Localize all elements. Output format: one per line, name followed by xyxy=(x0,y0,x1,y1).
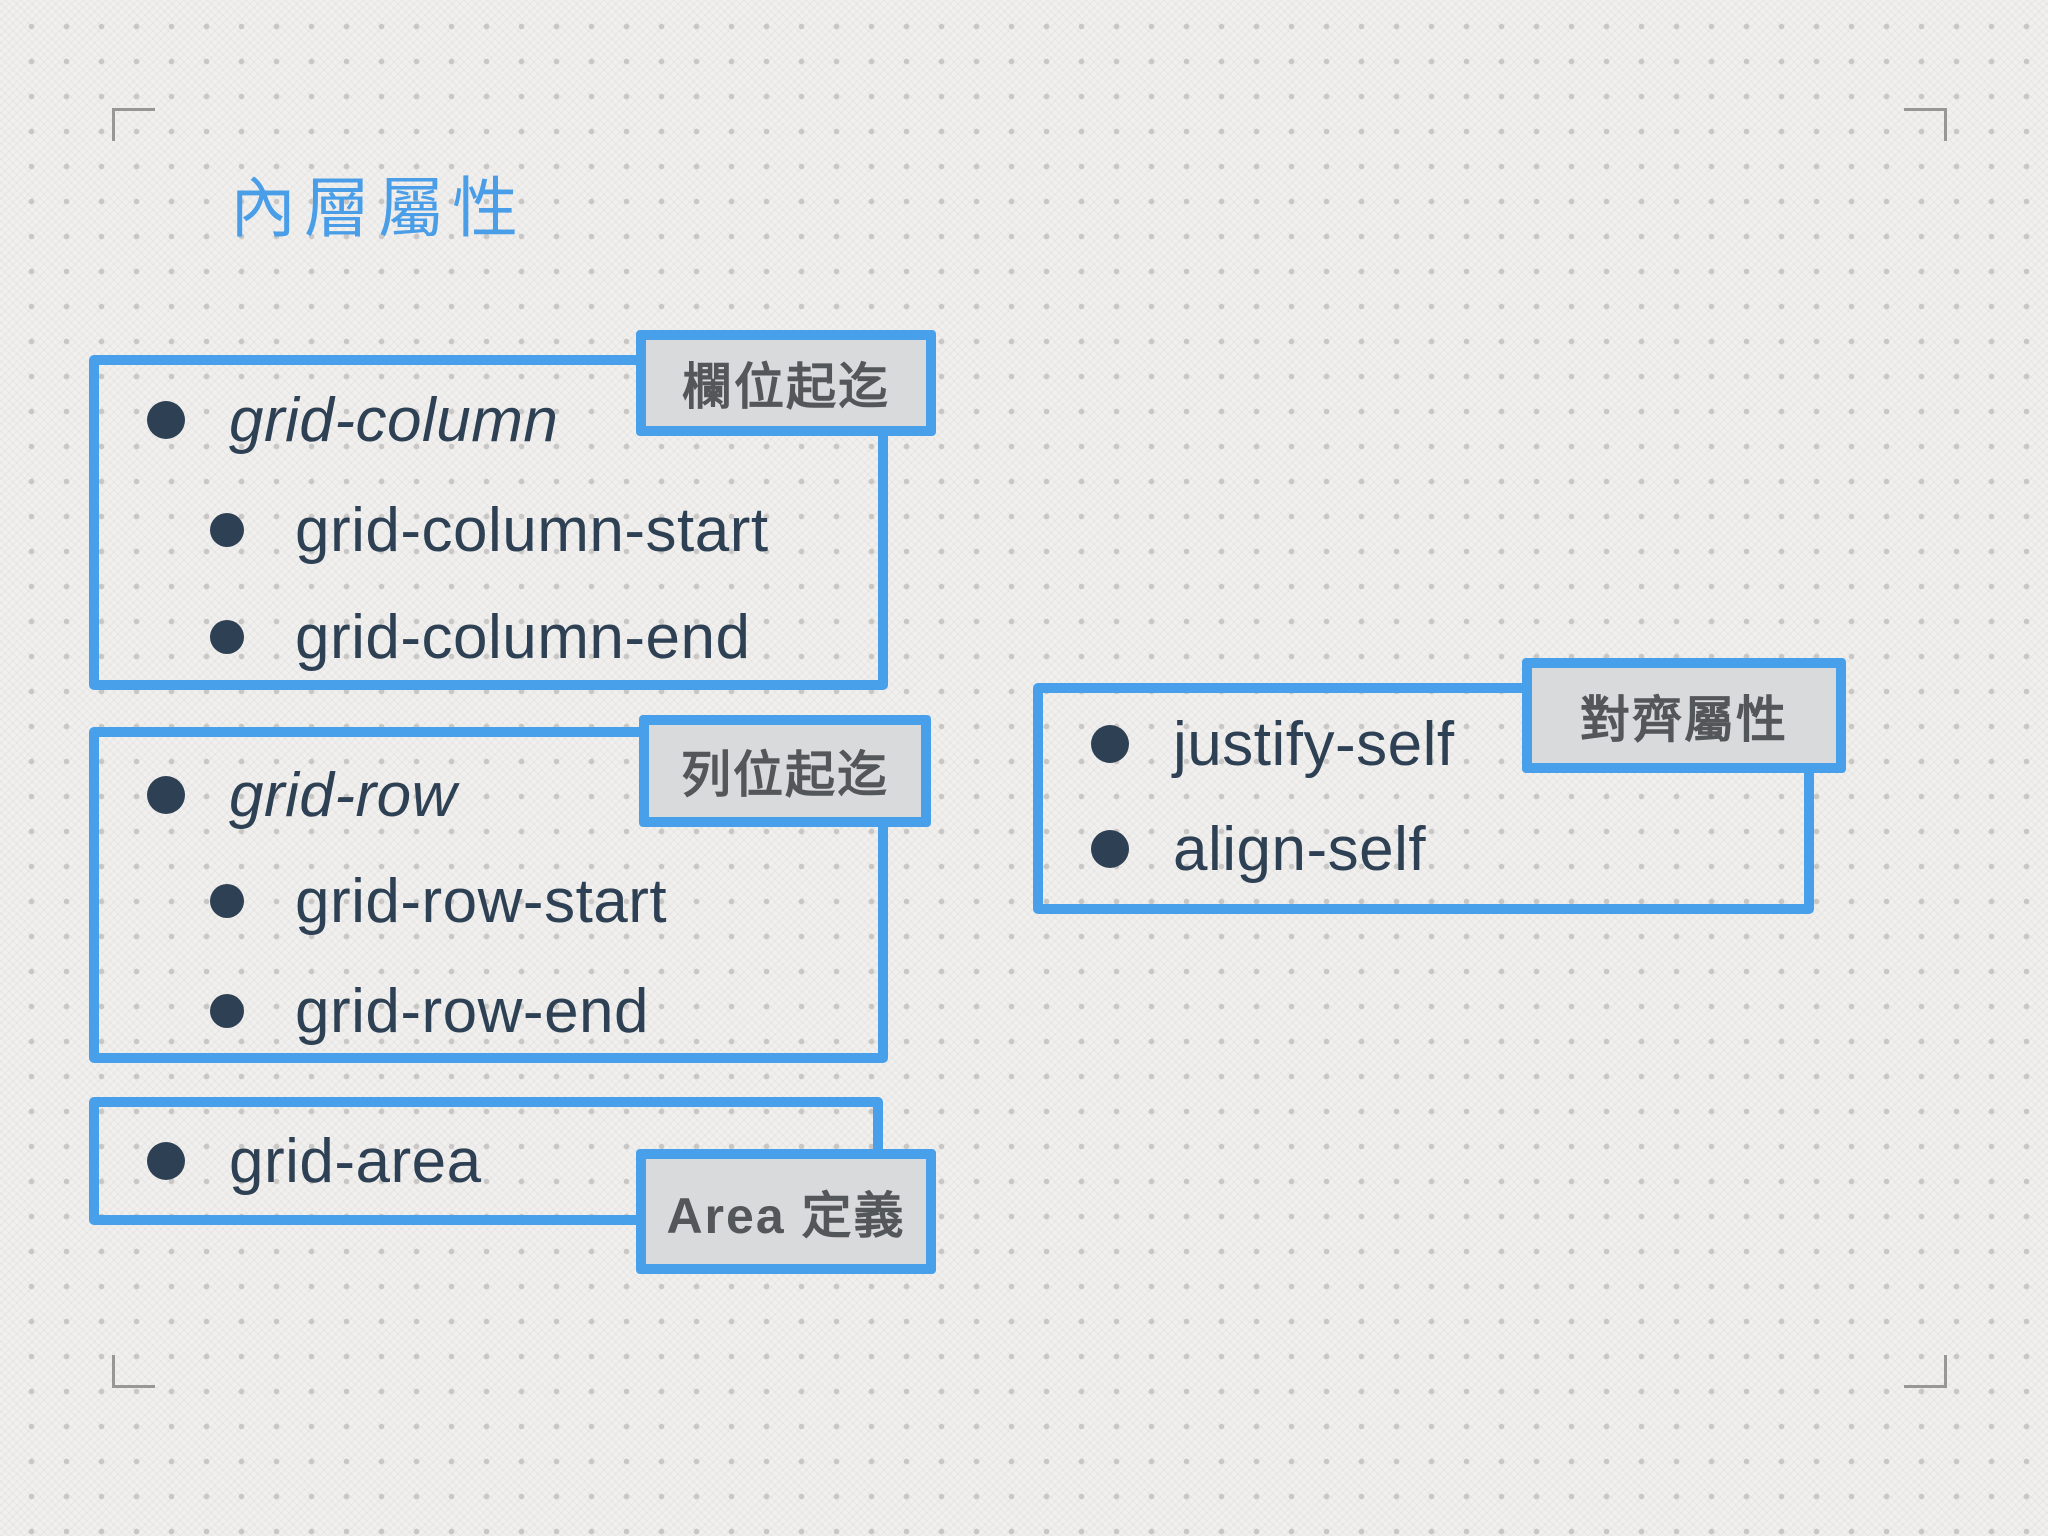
tag-label: 對齊屬性 xyxy=(1580,691,1788,748)
bullet-icon xyxy=(210,620,244,654)
bullet-icon xyxy=(1091,725,1129,763)
list-item-grid-area: grid-area xyxy=(147,1121,482,1201)
bullet-icon xyxy=(210,994,244,1028)
tag-label: 欄位起迄 xyxy=(682,359,890,415)
bullet-icon xyxy=(147,401,185,439)
bullet-icon xyxy=(1091,830,1129,868)
list-item-label: grid-column-end xyxy=(295,602,751,672)
bullet-icon xyxy=(147,776,185,814)
tag-row-range: 列位起迄 xyxy=(639,715,931,827)
crop-mark-top-left-icon xyxy=(112,108,155,141)
crop-mark-bottom-right-icon xyxy=(1904,1355,1947,1388)
tag-label: 列位起迄 xyxy=(681,747,889,803)
list-item-grid-row: grid-row xyxy=(147,755,457,835)
list-item-label: grid-area xyxy=(229,1126,482,1196)
list-item-label: justify-self xyxy=(1173,709,1455,779)
list-item-grid-column-end: grid-column-end xyxy=(210,597,751,677)
list-item-grid-column-start: grid-column-start xyxy=(210,490,769,570)
box-grid-column: grid-column grid-column-start grid-colum… xyxy=(89,355,888,690)
list-item-label: align-self xyxy=(1173,814,1427,884)
crop-mark-bottom-left-icon xyxy=(112,1355,155,1388)
crop-mark-top-right-icon xyxy=(1904,108,1947,141)
box-self-alignment: justify-self align-self xyxy=(1033,683,1814,914)
list-item-label: grid-column-start xyxy=(295,495,769,565)
list-item-grid-row-start: grid-row-start xyxy=(210,861,667,941)
tag-self-alignment: 對齊屬性 xyxy=(1522,658,1846,773)
list-item-grid-row-end: grid-row-end xyxy=(210,971,649,1051)
list-item-justify-self: justify-self xyxy=(1091,704,1455,784)
list-item-label: grid-column xyxy=(229,385,559,455)
slide-title: 內層屬性 xyxy=(230,171,526,245)
tag-column-range: 欄位起迄 xyxy=(636,330,936,436)
list-item-label: grid-row xyxy=(229,760,457,830)
list-item-label: grid-row-end xyxy=(295,976,650,1046)
bullet-icon xyxy=(147,1142,185,1180)
tag-label: Area 定義 xyxy=(666,1187,906,1244)
list-item-grid-column: grid-column xyxy=(147,380,558,460)
box-grid-row: grid-row grid-row-start grid-row-end xyxy=(89,727,888,1063)
tag-area-define: Area 定義 xyxy=(636,1149,936,1274)
list-item-align-self: align-self xyxy=(1091,809,1426,889)
bullet-icon xyxy=(210,884,244,918)
bullet-icon xyxy=(210,513,244,547)
list-item-label: grid-row-start xyxy=(295,866,668,936)
